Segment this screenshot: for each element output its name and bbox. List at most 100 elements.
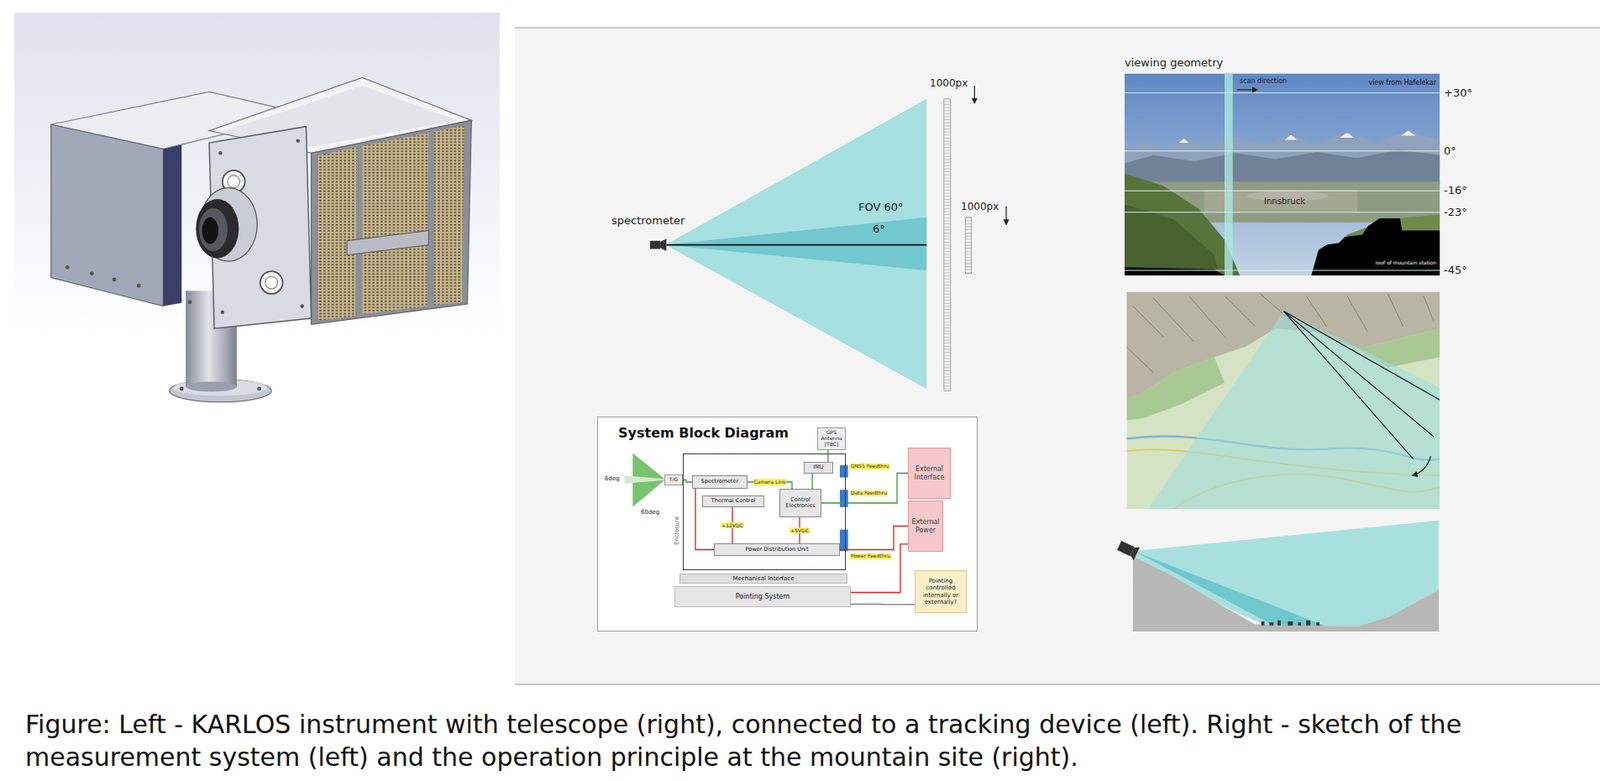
optics-box: T/G: [664, 474, 683, 486]
instrument-render-part: [65, 265, 70, 270]
terrain-map-part: [1412, 456, 1432, 476]
instrument-render-part: [202, 217, 219, 245]
instrument-render-part: [299, 304, 304, 308]
instrument-render-part: [265, 276, 279, 289]
instrument-render-part: [188, 299, 193, 305]
cross-section-part: [1261, 621, 1265, 626]
process-box: Spectrometer: [692, 475, 748, 489]
annotation-label: FOV 60°: [858, 201, 904, 215]
instrument-render-part: [112, 277, 117, 282]
figure-caption: Figure: Left - KARLOS instrument with te…: [25, 708, 1588, 774]
fov-sketch-part: [665, 99, 927, 389]
panel-rule: [514, 27, 1600, 29]
mountain-photo-part: [1124, 269, 1440, 271]
signal-tag: +5VDC: [789, 527, 810, 534]
annotation-label: 6°: [872, 223, 886, 237]
terrain-map-part: [1126, 356, 1225, 420]
wire-connector: [821, 473, 908, 504]
mountain-photo-part: [1178, 138, 1189, 143]
instrument-render-part: [195, 199, 239, 258]
signal-tag: Camera Link: [753, 478, 787, 485]
instrument-render-part: [162, 145, 182, 307]
instrument-render-part: [227, 175, 241, 189]
instrument-render-part: [257, 386, 262, 391]
process-box: Control Electronics: [779, 488, 822, 518]
cross-section-part: [1133, 556, 1439, 632]
terrain-map: [1126, 291, 1440, 509]
instrument-render-part: [218, 151, 222, 155]
fov-sketch-part: [1005, 205, 1007, 225]
process-box: Power Distribution Unit: [713, 543, 840, 557]
instrument-render-part: [51, 124, 164, 306]
cross-section-part: [1287, 621, 1293, 626]
cross-section-part: [1297, 622, 1301, 626]
annotation-label: Innsbruck: [1264, 196, 1306, 207]
annotation-label: roof of mountain station: [1374, 260, 1437, 267]
wire-connector: [850, 603, 915, 606]
mountain-photo-part: [1124, 267, 1225, 276]
instrument-render-part: [361, 132, 429, 315]
process-box: IMU: [803, 461, 834, 474]
cross-section: [1116, 520, 1439, 632]
external-box: External Power: [907, 500, 944, 552]
box-text: Thermal Control: [711, 498, 756, 504]
enclosure-box: EnclosureSpectrometerThermal ControlCont…: [682, 453, 846, 571]
mountain-photo-part: [1311, 218, 1440, 276]
box-text: Control Electronics: [781, 497, 820, 510]
antenna-box: GPS Antenna [TBC]: [817, 427, 846, 451]
annotation-label: view from Hafelekar: [1368, 78, 1437, 87]
mountain-photo-part: [1124, 73, 1440, 276]
mountain-photo-part: [1400, 131, 1416, 137]
annotation-label: Data Feedthru: [849, 490, 888, 497]
heading-text: System Block Diagram: [618, 425, 789, 441]
wire-connector: [811, 473, 813, 489]
instrument-render: [51, 77, 473, 402]
diagram-frame: System Block DiagramEnclosureSpectromete…: [597, 416, 978, 632]
cross-section-part: [1316, 622, 1320, 626]
note-box: Pointing controlled internally or extern…: [914, 570, 967, 614]
wire-connector: [839, 526, 908, 551]
box-text: IMU: [813, 464, 824, 471]
block-diagram-art-part: [839, 529, 849, 552]
instrument-render-part: [169, 379, 273, 403]
annotation-label: 6deg: [604, 475, 620, 483]
interface-bar: Mechanical Interface: [679, 573, 848, 584]
box-text: Power Distribution Unit: [745, 546, 809, 553]
instrument-render-part: [185, 381, 237, 392]
box-text: T/G: [669, 477, 678, 483]
fov-sketch-part: [650, 241, 661, 250]
instrument-render-part: [89, 271, 95, 276]
pointing-box: Pointing System: [674, 586, 851, 608]
mountain-photo-part: [1124, 92, 1440, 94]
cross-section-part: [1306, 620, 1311, 626]
mountain-photo-part: [1224, 73, 1233, 276]
box-text: Spectrometer: [701, 478, 739, 485]
cross-section-part: [1133, 520, 1439, 632]
annotation-label: Power Feedthru: [849, 553, 892, 560]
instrument-render-part: [318, 146, 357, 321]
block-diagram-art: [597, 416, 978, 632]
box-text: GPS Antenna [TBC]: [818, 430, 845, 448]
mountain-photo-part: [1285, 134, 1298, 140]
fov-sketch-part: [665, 217, 927, 271]
mountain-photo-part: [1124, 173, 1240, 277]
cross-section-part: [1269, 622, 1274, 626]
fov-sketch-part: [660, 238, 667, 252]
block-diagram-art-part: [597, 416, 978, 632]
terrain-map-part: [1126, 291, 1440, 509]
annotation-label: scan direction: [1239, 77, 1287, 85]
annotation-label: 1000px: [960, 201, 999, 214]
wire-connector: [827, 450, 829, 462]
fov-sketch-part: [666, 244, 927, 247]
drawing: [51, 73, 1441, 632]
cross-section-part: [1128, 545, 1140, 561]
instrument-render-part: [260, 271, 284, 294]
annotation-label: 60deg: [640, 508, 660, 516]
mountain-photo-part: [1124, 204, 1220, 276]
block-diagram-art-part: [624, 475, 667, 484]
block-diagram-art-part: [839, 489, 849, 508]
annotation-label: GNSS Feedthru: [849, 463, 890, 470]
